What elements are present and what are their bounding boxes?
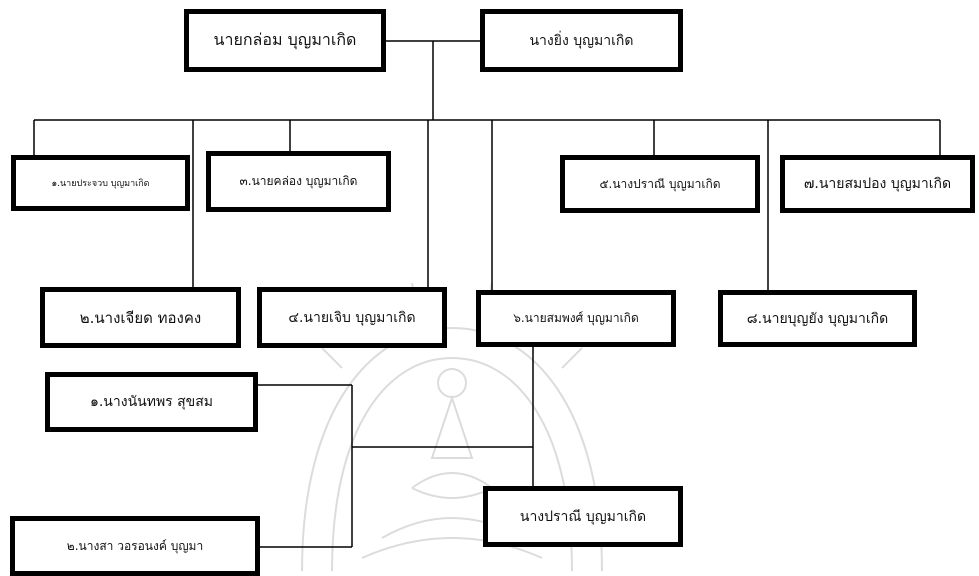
child-name: ๒.นางเจียด ทองคง [79, 308, 202, 327]
spouse-name: ๑.นางนันทพร สุขสม [89, 394, 214, 410]
child-box-7: ๗.นายสมปอง บุญมาเกิด [780, 155, 975, 213]
child-box-2: ๒.นางเจียด ทองคง [40, 287, 241, 348]
child-box-6: ๖.นายสมพงศ์ บุญมาเกิด [476, 290, 676, 347]
child-name: ๔.นายเจิบ บุญมาเกิด [288, 309, 416, 326]
mother-name: นางยิ่ง บุญมาเกิด [529, 32, 634, 49]
child-name: ๖.นายสมพงศ์ บุญมาเกิด [513, 311, 639, 325]
child-box-8: ๘.นายบุญยัง บุญมาเกิด [718, 290, 917, 347]
mother-box: นางยิ่ง บุญมาเกิด [480, 9, 683, 72]
child-name: ๘.นายบุญยัง บุญมาเกิด [746, 310, 889, 327]
child-name: ๕.นางปราณี บุญมาเกิด [599, 176, 721, 191]
grandchild-box: นางปราณี บุญมาเกิด [483, 486, 683, 547]
child-name: ๓.นายคล่อง บุญมาเกิด [239, 174, 358, 188]
spouse-box-1: ๑.นางนันทพร สุขสม [45, 372, 258, 432]
child-box-4: ๔.นายเจิบ บุญมาเกิด [257, 287, 447, 348]
spouse-box-2: ๒.นางสา วอรอนงค์ บุญมา [10, 516, 260, 576]
child-box-3: ๓.นายคล่อง บุญมาเกิด [206, 151, 391, 212]
child-name: ๑.นายประจวบ บุญมาเกิด [51, 179, 150, 189]
child-box-5: ๕.นางปราณี บุญมาเกิด [560, 155, 760, 213]
child-name: ๗.นายสมปอง บุญมาเกิด [803, 176, 952, 192]
spouse-name: ๒.นางสา วอรอนงค์ บุญมา [66, 538, 204, 553]
child-box-1: ๑.นายประจวบ บุญมาเกิด [11, 155, 190, 211]
father-box: นายกล่อม บุญมาเกิด [184, 9, 386, 72]
father-name: นายกล่อม บุญมาเกิด [213, 30, 357, 49]
grandchild-name: นางปราณี บุญมาเกิด [519, 508, 647, 525]
